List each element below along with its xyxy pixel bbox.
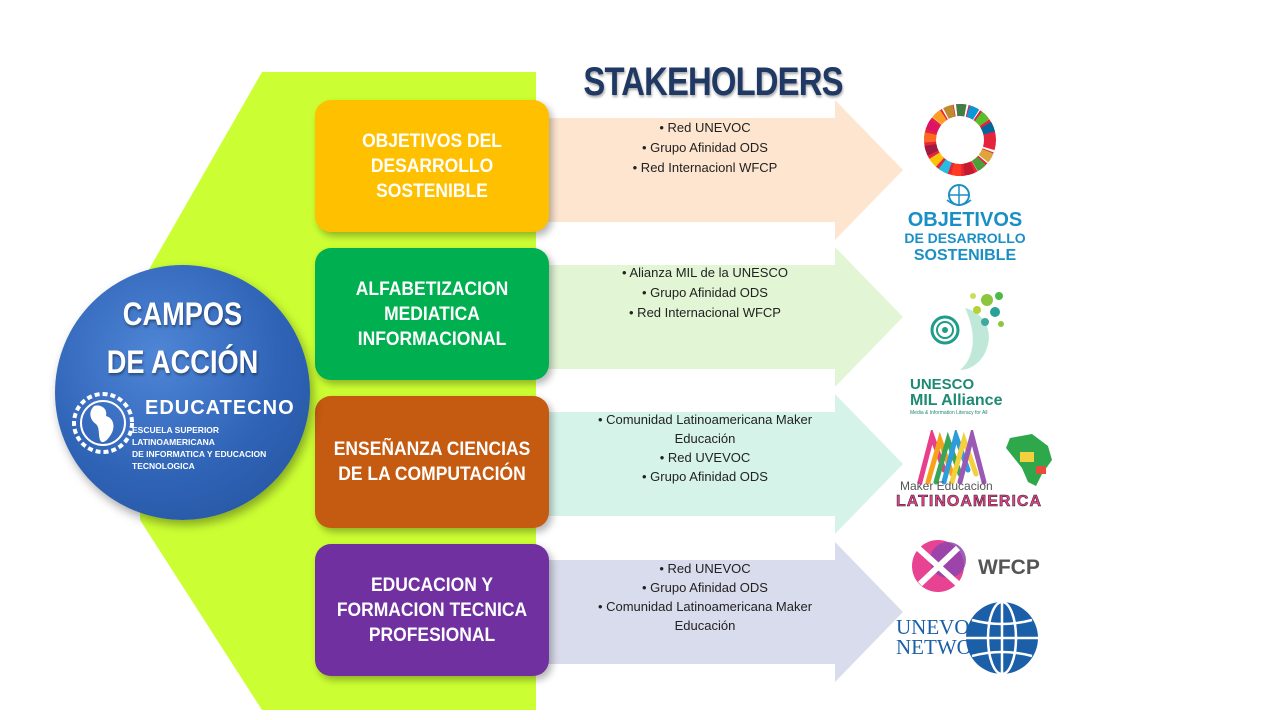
stakeholder-list-1: • Red UNEVOC • Grupo Afinidad ODS • Red … xyxy=(560,118,850,178)
stakeholder-list-2: • Alianza MIL de la UNESCO • Grupo Afini… xyxy=(560,263,850,323)
stakeholder-item: • Alianza MIL de la UNESCO xyxy=(622,265,788,280)
stakeholder-list-3: • Comunidad Latinoamericana Maker Educac… xyxy=(560,410,850,486)
stakeholder-item: • Comunidad Latinoamericana Maker Educac… xyxy=(597,412,813,446)
stakeholder-list-4: • Red UNEVOC • Grupo Afinidad ODS • Comu… xyxy=(560,559,850,635)
mil-alliance-icon xyxy=(930,292,1004,370)
stakeholder-item: • Red Internacional WFCP xyxy=(629,305,781,320)
field-label-ods: OBJETIVOS DEL DESARROLLO SOSTENIBLE xyxy=(362,130,502,202)
stakeholder-item: • Red UNEVOC xyxy=(659,120,751,135)
brand-name: EDUCATECNO xyxy=(145,397,295,419)
arrow-3 xyxy=(545,394,903,534)
stakeholder-item: • Red Internacionl WFCP xyxy=(632,160,778,175)
stakeholder-item: • Comunidad Latinoamericana Maker Educac… xyxy=(597,599,813,633)
maker-educacion-logo-text: Maker Educación LATINOAMERICA xyxy=(896,479,1043,510)
stakeholder-item: • Red UNEVOC xyxy=(659,561,751,576)
unevoc-globe-icon xyxy=(966,600,1038,676)
stakeholder-item: • Grupo Afinidad ODS xyxy=(642,469,768,484)
arrow-1 xyxy=(545,100,903,240)
stakeholder-item: • Grupo Afinidad ODS xyxy=(642,580,768,595)
center-title-line1: CAMPOS xyxy=(122,296,243,332)
field-label-computacion: ENSEÑANZA CIENCIAS DE LA COMPUTACIÓN xyxy=(333,439,531,485)
center-title: CAMPOS DE ACCIÓN xyxy=(74,290,291,386)
field-box-eftp: EDUCACION Y FORMACION TECNICA PROFESIONA… xyxy=(315,544,549,676)
wfcp-icon xyxy=(912,540,966,592)
sdg-logo-text: OBJETIVOS DE DESARROLLO SOSTENIBLE xyxy=(904,209,1026,264)
field-box-computacion: ENSEÑANZA CIENCIAS DE LA COMPUTACIÓN xyxy=(315,396,549,528)
page-title: STAKEHOLDERS xyxy=(583,60,843,104)
stakeholder-item: • Grupo Afinidad ODS xyxy=(642,140,768,155)
field-box-ods: OBJETIVOS DEL DESARROLLO SOSTENIBLE xyxy=(315,100,549,232)
field-box-ami: ALFABETIZACION MEDIATICA INFORMACIONAL xyxy=(315,248,549,380)
stakeholder-item: • Grupo Afinidad ODS xyxy=(642,285,768,300)
un-emblem-icon xyxy=(946,184,972,206)
stakeholder-item: • Red UVEVOC xyxy=(659,450,751,465)
mil-alliance-logo-text: UNESCO MIL Alliance Media & Information … xyxy=(910,376,1003,417)
center-title-line2: DE ACCIÓN xyxy=(106,344,259,380)
educatecno-globe-icon xyxy=(72,392,134,454)
brand-subtitle: ESCUELA SUPERIOR LATINOAMERICANA DE INFO… xyxy=(132,425,267,471)
field-label-ami: ALFABETIZACION MEDIATICA INFORMACIONAL xyxy=(355,278,509,350)
field-label-eftp: EDUCACION Y FORMACION TECNICA PROFESIONA… xyxy=(336,574,528,646)
wfcp-label: WFCP xyxy=(978,556,1040,579)
arrow-2 xyxy=(545,247,903,387)
maker-educacion-icon xyxy=(917,430,1052,486)
sdg-wheel-icon xyxy=(924,104,996,176)
arrow-4 xyxy=(545,542,903,682)
